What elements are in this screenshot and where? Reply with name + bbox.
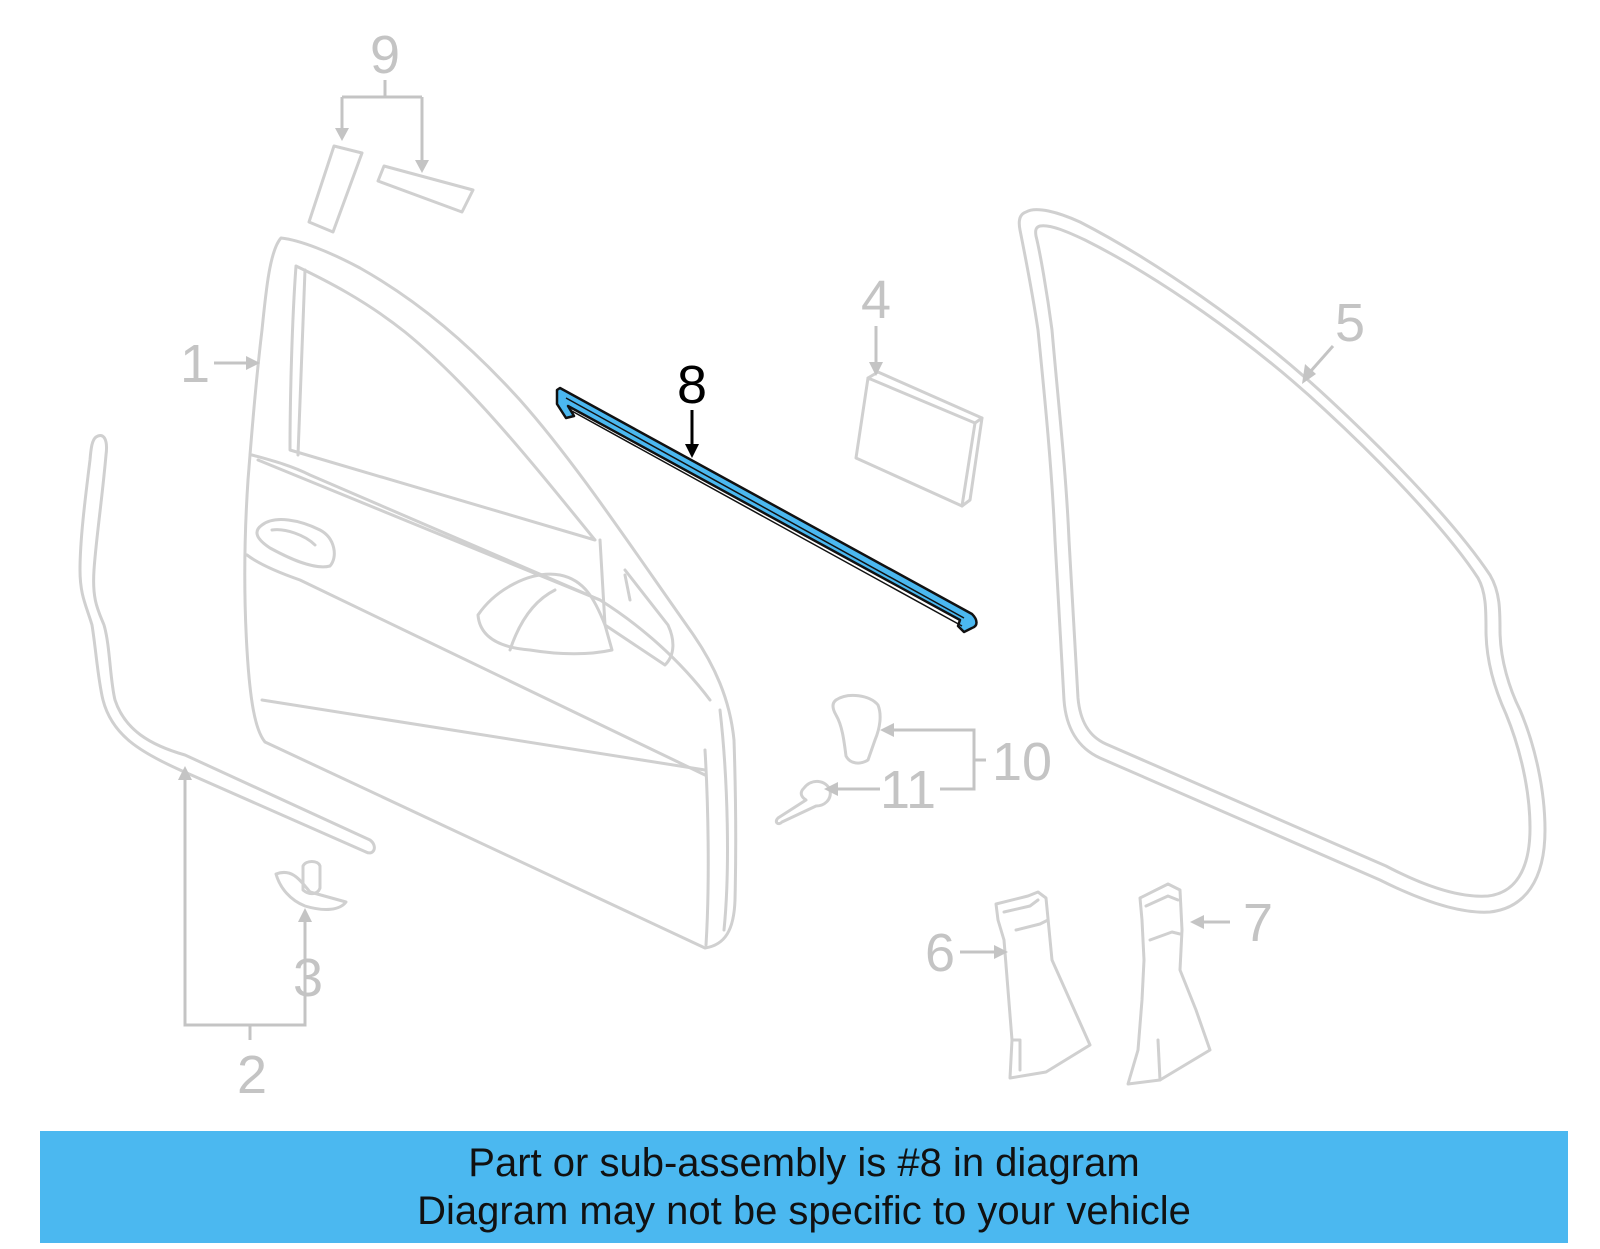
callout-6[interactable]: 6 bbox=[925, 923, 955, 983]
callout-2[interactable]: 2 bbox=[237, 1045, 267, 1105]
part-8-belt-moulding[interactable] bbox=[555, 386, 978, 634]
callout-11[interactable]: 11 bbox=[880, 760, 936, 820]
callout-3[interactable]: 3 bbox=[293, 948, 323, 1008]
leader-3 bbox=[298, 908, 312, 950]
part-11-pin bbox=[774, 780, 832, 826]
callout-8[interactable]: 8 bbox=[677, 355, 707, 415]
leader-7 bbox=[1190, 915, 1230, 929]
leader-1 bbox=[214, 356, 260, 370]
info-banner: Part or sub-assembly is #8 in diagram Di… bbox=[40, 1131, 1568, 1243]
part-10-stopper bbox=[831, 693, 882, 765]
part-9-moulding-strips bbox=[307, 144, 475, 234]
part-5-body-weatherstrip bbox=[1017, 208, 1547, 914]
callout-10[interactable]: 10 bbox=[992, 732, 1052, 792]
callout-5[interactable]: 5 bbox=[1335, 293, 1365, 353]
callout-1[interactable]: 1 bbox=[180, 334, 210, 394]
part-6-pillar-trim bbox=[994, 890, 1092, 1080]
leader-2 bbox=[178, 766, 307, 1040]
leader-4 bbox=[869, 326, 883, 376]
part-7-pillar-trim bbox=[1126, 882, 1212, 1086]
banner-line-part-number: Part or sub-assembly is #8 in diagram bbox=[468, 1141, 1140, 1185]
callout-4[interactable]: 4 bbox=[861, 270, 891, 330]
part-4-insulator-pad bbox=[854, 370, 984, 508]
banner-line-disclaimer: Diagram may not be specific to your vehi… bbox=[417, 1189, 1191, 1233]
leader-8 bbox=[685, 410, 699, 458]
leader-10-11 bbox=[824, 723, 986, 796]
leader-9 bbox=[335, 80, 429, 173]
leader-5 bbox=[1302, 345, 1335, 384]
callout-7[interactable]: 7 bbox=[1243, 893, 1273, 953]
callout-9[interactable]: 9 bbox=[370, 25, 400, 85]
part-3-clip bbox=[274, 860, 348, 911]
leader-6 bbox=[960, 945, 1008, 959]
part-1-front-door bbox=[243, 236, 738, 950]
part-2-weatherstrip bbox=[78, 434, 376, 855]
